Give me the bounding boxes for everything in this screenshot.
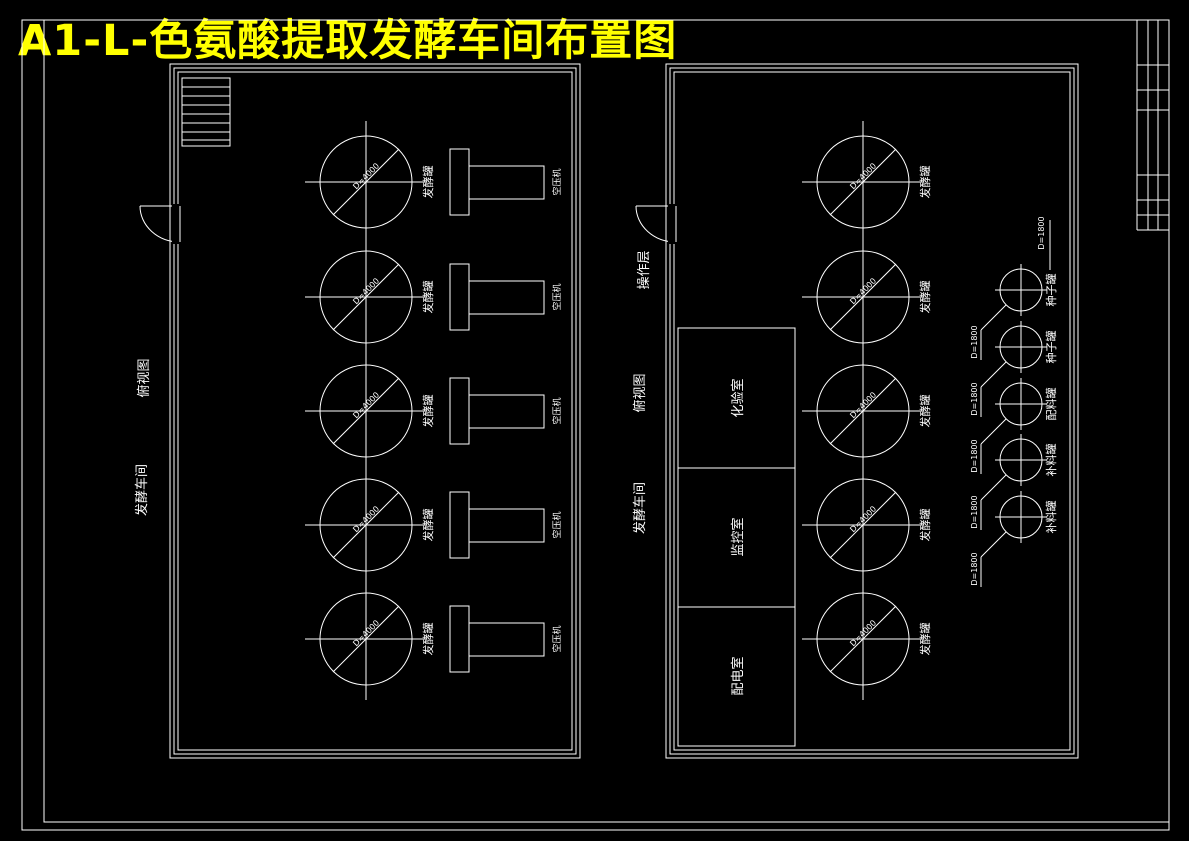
left-compressor-body-5: [468, 622, 545, 657]
right-tank-dimension-line-1: [829, 148, 897, 216]
left-stairs: [181, 77, 231, 147]
left-compressor-label-2: 空压机: [551, 283, 563, 310]
small-tank-label-3: 配料罐: [1044, 388, 1058, 421]
left-compressor-body-2: [468, 280, 545, 315]
left-tank-label-4: 发酵罐: [421, 509, 435, 542]
small-tank-top-dimension: D=1800: [1037, 216, 1046, 249]
right-tank-dimension-line-2: [829, 263, 897, 331]
right-tank-label-2: 发酵罐: [918, 281, 932, 314]
room-power-label: 配电室: [730, 656, 746, 695]
small-tank-dimension-4: D=1800: [970, 495, 979, 528]
left-tank-dimension-line-3: [332, 377, 400, 445]
left-tank-dimension-line-1: [332, 148, 400, 216]
room-control-label: 监控室: [730, 517, 746, 556]
small-tank-dimension-5: D=1800: [970, 552, 979, 585]
room-lab-label: 化验室: [730, 378, 746, 417]
left-tank-label-1: 发酵罐: [421, 166, 435, 199]
right-tank-label-4: 发酵罐: [918, 509, 932, 542]
left-compressor-label-4: 空压机: [551, 511, 563, 538]
left-compressor-base-1: [449, 148, 470, 216]
left-compressor-base-3: [449, 377, 470, 445]
right-tank-dimension-line-5: [829, 605, 897, 673]
left-building-walls: [169, 63, 581, 759]
right-tank-label-1: 发酵罐: [918, 166, 932, 199]
small-tank-dimension-1: D=1800: [970, 325, 979, 358]
small-tank-leader-2: [980, 361, 1007, 388]
right-tank-label-5: 发酵罐: [918, 623, 932, 656]
small-tank-leader-5: [980, 531, 1007, 558]
left-tank-label-5: 发酵罐: [421, 623, 435, 656]
sheet-inner-border: [43, 19, 1170, 823]
left-compressor-body-1: [468, 165, 545, 200]
right-layer-label: 操作层: [636, 250, 652, 289]
left-tank-dimension-line-4: [332, 491, 400, 559]
drawing-title: A1-L-色氨酸提取发酵车间布置图: [18, 16, 678, 66]
small-tank-dimension-3: D=1800: [970, 439, 979, 472]
left-room-label: 发酵车间: [134, 464, 150, 516]
small-tank-label-1: 种子罐: [1044, 274, 1058, 307]
left-view-label: 俯视图: [136, 358, 152, 397]
left-compressor-body-4: [468, 508, 545, 543]
left-compressor-base-2: [449, 263, 470, 331]
left-compressor-label-5: 空压机: [551, 625, 563, 652]
left-tank-label-2: 发酵罐: [421, 281, 435, 314]
room-power: [677, 606, 796, 747]
small-tank-leader-4: [980, 474, 1007, 501]
left-compressor-base-4: [449, 491, 470, 559]
left-compressor-label-1: 空压机: [551, 168, 563, 195]
left-compressor-base-5: [449, 605, 470, 673]
small-tank-leader-3: [980, 418, 1007, 445]
small-tank-dimension-2: D=1800: [970, 382, 979, 415]
right-view-label: 俯视图: [632, 373, 648, 412]
left-tank-dimension-line-2: [332, 263, 400, 331]
right-tank-dimension-line-3: [829, 377, 897, 445]
left-compressor-body-3: [468, 394, 545, 429]
small-tank-label-5: 补料罐: [1044, 501, 1058, 534]
left-tank-label-3: 发酵罐: [421, 395, 435, 428]
right-tank-label-3: 发酵罐: [918, 395, 932, 428]
right-room-label: 发酵车间: [632, 482, 648, 534]
sheet-outer-border: [21, 19, 1170, 831]
title-block: [1136, 20, 1169, 231]
small-tank-label-4: 补料罐: [1044, 444, 1058, 477]
small-tank-leader-1: [980, 304, 1007, 331]
left-compressor-label-3: 空压机: [551, 397, 563, 424]
right-building-walls: [665, 63, 1079, 759]
left-tank-dimension-line-5: [332, 605, 400, 673]
small-tank-label-2: 种子罐: [1044, 331, 1058, 364]
right-tank-dimension-line-4: [829, 491, 897, 559]
